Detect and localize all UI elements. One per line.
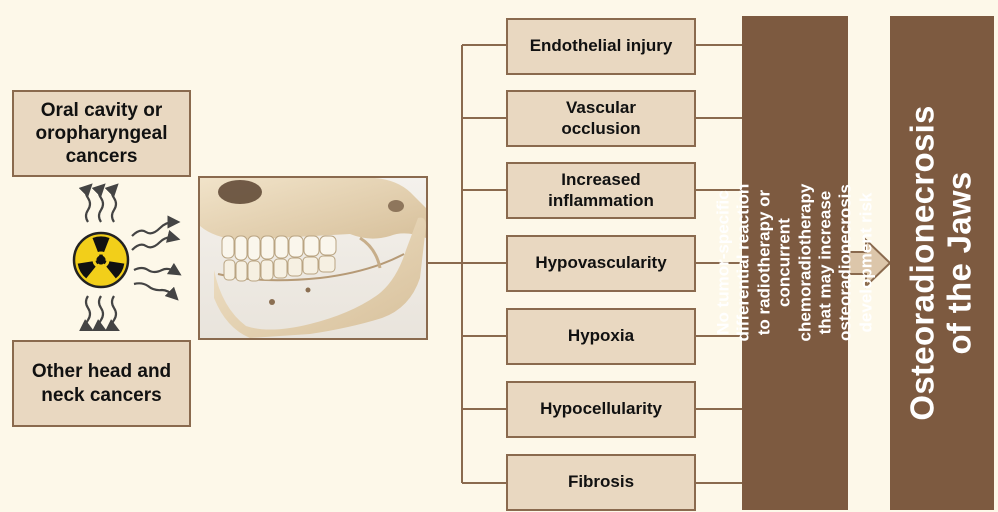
mechanism-increased-inflammation: Increased inflammation (506, 162, 696, 219)
cause-oral-cavity-label: Oral cavity or oropharyngeal cancers (18, 99, 185, 169)
mechanism-vascular-occlusion: Vascular occlusion (506, 90, 696, 147)
jaw-skull-image (198, 176, 428, 340)
skull-icon (200, 178, 426, 338)
mechanism-label: Increased inflammation (534, 170, 668, 211)
mechanism-endothelial-injury: Endothelial injury (506, 18, 696, 75)
risk-note-panel: No tumor-specific differential reaction … (742, 16, 848, 510)
mechanism-label: Hypovascularity (535, 253, 666, 274)
mechanism-label: Vascular occlusion (538, 98, 664, 139)
mechanism-hypoxia: Hypoxia (506, 308, 696, 365)
mechanism-hypocellularity: Hypocellularity (506, 381, 696, 438)
outcome-title: Osteoradionecrosis of the Jaws (905, 105, 979, 420)
ray-arrows-up (86, 188, 116, 222)
outcome-panel: Osteoradionecrosis of the Jaws (890, 16, 994, 510)
mechanism-label: Endothelial injury (530, 36, 673, 57)
cause-other-head-neck-box: Other head and neck cancers (12, 340, 191, 427)
ray-arrows-down (86, 296, 116, 328)
mechanism-label: Hypoxia (568, 326, 634, 347)
mechanism-label: Fibrosis (568, 472, 634, 493)
mechanism-label: Hypocellularity (540, 399, 662, 420)
radiation-icon (74, 233, 128, 287)
mechanism-hypovascularity: Hypovascularity (506, 235, 696, 292)
risk-note-text: No tumor-specific differential reaction … (713, 184, 876, 342)
ray-arrows-right (132, 222, 176, 296)
cause-oral-cavity-box: Oral cavity or oropharyngeal cancers (12, 90, 191, 177)
mechanism-fibrosis: Fibrosis (506, 454, 696, 511)
cause-other-head-neck-label: Other head and neck cancers (18, 360, 185, 406)
